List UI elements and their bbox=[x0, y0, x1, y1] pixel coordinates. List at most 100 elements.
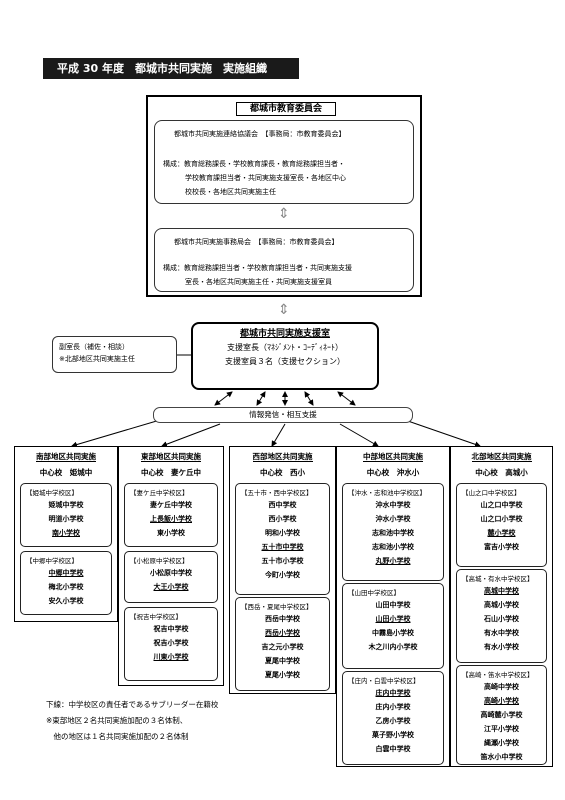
school-name: 山田中学校 bbox=[375, 601, 411, 609]
legend-note: ※東部地区２名共同実施加配の３名体制、 bbox=[46, 716, 188, 725]
region-title: 南部地区共同実施 bbox=[15, 451, 117, 462]
office-box: 都城市共同実施事務局会 【事務局：市教育委員会】 構成：教育総務課担当者・学校教… bbox=[154, 228, 414, 292]
school-name: 庄内小学校 bbox=[375, 703, 411, 711]
school-name: 木之川内小学校 bbox=[368, 643, 418, 651]
office-members-line: 構成：教育総務課担当者・学校教育課担当者・共同実施支援 bbox=[163, 264, 352, 272]
office-members-line: 室長・各地区共同実施主任・共同実施支援室員 bbox=[185, 278, 332, 286]
hub-school: 中心校 西小 bbox=[260, 468, 305, 477]
region-box: 南部地区共同実施中心校 姫城中【姫城中学校区】姫城中学校明道小学校南小学校【中郷… bbox=[14, 446, 118, 622]
school-district-name: 【五十市・西中学校区】 bbox=[241, 489, 313, 497]
school-name: 山之口中学校 bbox=[480, 501, 523, 509]
council-members-line: 学校教育課担当者・共同実施支援室長・各地区中心 bbox=[185, 174, 346, 182]
school-district-box: 【高城・有水中学校区】高城中学校高城小学校石山小学校有水中学校有水小学校 bbox=[456, 569, 547, 663]
school-district-name: 【高崎・笛水中学校区】 bbox=[462, 671, 534, 679]
council-members-line: 校校長・各地区共同実施主任 bbox=[185, 188, 276, 196]
school-name: 中郷中学校 bbox=[48, 569, 84, 577]
school-name: 石山小学校 bbox=[484, 615, 519, 623]
double-arrow-icon: ⇕ bbox=[278, 206, 290, 222]
school-name: 乙房小学校 bbox=[375, 717, 411, 725]
school-name: 中霧島小学校 bbox=[372, 629, 414, 637]
center-to-info-arrows bbox=[214, 391, 356, 406]
page-title: 平成 30 年度 都城市共同実施 実施組織 bbox=[43, 58, 299, 79]
school-name: 白雲中学校 bbox=[375, 745, 411, 753]
school-name: 西岳中学校 bbox=[265, 615, 300, 623]
support-center-box: 都城市共同実施支援室 支援室長（ﾏﾈｼﾞﾒﾝﾄ・ｺｰﾃﾞｨﾈｰﾄ） 支援室員３名… bbox=[191, 322, 379, 390]
school-district-name: 【高城・有水中学校区】 bbox=[462, 575, 534, 583]
school-name: 夏尾中学校 bbox=[265, 657, 300, 665]
school-name: 沖水中学校 bbox=[375, 501, 411, 509]
council-members-line: 構成：教育総務課長・学校教育課長・教育総務課担当者・ bbox=[163, 160, 345, 168]
school-name: 五十市中学校 bbox=[261, 543, 304, 551]
school-name: 妻ケ丘中学校 bbox=[150, 501, 192, 509]
school-district-box: 【庄内・白雲中学校区】庄内中学校庄内小学校乙房小学校菓子野小学校白雲中学校 bbox=[342, 671, 444, 765]
region-title: 東部地区共同実施 bbox=[119, 451, 223, 462]
school-name: 上長飯小学校 bbox=[150, 515, 192, 523]
school-district-name: 【妻ケ丘中学校区】 bbox=[130, 489, 189, 497]
school-name: 菓子野小学校 bbox=[372, 731, 414, 739]
school-name: 南小学校 bbox=[52, 529, 80, 537]
vice-line: ※北部地区共同実施主任 bbox=[59, 355, 135, 363]
region-title-text: 北部地区共同実施 bbox=[471, 452, 532, 462]
school-name: 大王小学校 bbox=[153, 583, 189, 591]
school-name: 安久小学校 bbox=[48, 597, 84, 605]
region-box: 中部地区共同実施中心校 沖水小【沖水・志和池中学校区】沖水中学校沖水小学校志和池… bbox=[336, 446, 450, 767]
support-center-title: 都城市共同実施支援室 bbox=[239, 329, 330, 339]
legend-note: 他の地区は１名共同実施加配の２名体制 bbox=[46, 732, 189, 741]
school-name: 明和小学校 bbox=[265, 529, 300, 537]
region-title-text: 東部地区共同実施 bbox=[141, 452, 201, 462]
info-exchange-bar: 情報発信・相互支援 bbox=[153, 407, 413, 423]
hub-school: 中心校 姫城中 bbox=[39, 468, 93, 477]
school-name: 富吉小学校 bbox=[484, 543, 519, 551]
school-district-box: 【山田中学校区】山田中学校山田小学校中霧島小学校木之川内小学校 bbox=[342, 583, 444, 669]
school-name: 明道小学校 bbox=[48, 515, 84, 523]
council-box: 都城市共同実施連絡協議会 【事務局：市教育委員会】 構成：教育総務課長・学校教育… bbox=[154, 120, 414, 204]
council-name: 都城市共同実施連絡協議会 【事務局：市教育委員会】 bbox=[174, 130, 346, 138]
school-name: 祝吉中学校 bbox=[153, 625, 189, 633]
school-name: 吉之元小学校 bbox=[261, 643, 304, 651]
region-box: 北部地区共同実施中心校 高城小【山之口中学校区】山之口中学校山之口小学校麓小学校… bbox=[450, 446, 553, 767]
school-name: 梅北小学校 bbox=[48, 583, 84, 591]
school-name: 高崎小学校 bbox=[484, 697, 519, 705]
school-name: 丸野小学校 bbox=[375, 557, 411, 565]
school-name: 麓小学校 bbox=[487, 529, 516, 537]
school-district-name: 【山之口中学校区】 bbox=[462, 489, 521, 497]
school-name: 高崎麓小学校 bbox=[480, 711, 523, 719]
region-title: 北部地区共同実施 bbox=[451, 451, 552, 462]
school-district-box: 【沖水・志和池中学校区】沖水中学校沖水小学校志和池中学校志和池小学校丸野小学校 bbox=[342, 483, 444, 581]
school-name: 縄瀬小学校 bbox=[484, 739, 519, 747]
hub-school: 中心校 沖水小 bbox=[366, 468, 420, 477]
school-district-box: 【西岳・夏尾中学校区】西岳中学校西岳小学校吉之元小学校夏尾中学校夏尾小学校 bbox=[235, 597, 330, 691]
hub-school: 中心校 高城小 bbox=[475, 468, 528, 477]
school-name: 五十市小学校 bbox=[261, 557, 304, 565]
hub-school: 中心校 妻ケ丘中 bbox=[141, 468, 201, 477]
school-name: 志和池小学校 bbox=[372, 543, 414, 551]
region-box: 東部地区共同実施中心校 妻ケ丘中【妻ケ丘中学校区】妻ケ丘中学校上長飯小学校東小学… bbox=[118, 446, 224, 686]
region-title-text: 南部地区共同実施 bbox=[36, 452, 96, 462]
school-district-box: 【妻ケ丘中学校区】妻ケ丘中学校上長飯小学校東小学校 bbox=[124, 483, 218, 547]
school-district-name: 【沖水・志和池中学校区】 bbox=[348, 489, 426, 497]
school-name: 有水小学校 bbox=[484, 643, 519, 651]
school-name: 沖水小学校 bbox=[375, 515, 411, 523]
region-title: 中部地区共同実施 bbox=[337, 451, 449, 462]
school-name: 夏尾小学校 bbox=[265, 671, 300, 679]
region-title: 西部地区共同実施 bbox=[230, 451, 335, 462]
school-district-name: 【小松原中学校区】 bbox=[130, 557, 189, 565]
school-district-name: 【中郷中学校区】 bbox=[26, 557, 78, 565]
school-district-name: 【庄内・白雲中学校区】 bbox=[348, 677, 420, 685]
school-name: 西小学校 bbox=[268, 515, 297, 523]
school-name: 山之口小学校 bbox=[480, 515, 523, 523]
school-name: 東小学校 bbox=[157, 529, 185, 537]
school-district-name: 【西岳・夏尾中学校区】 bbox=[241, 603, 313, 611]
school-district-name: 【姫城中学校区】 bbox=[26, 489, 78, 497]
info-to-region-arrows bbox=[71, 419, 481, 448]
school-name: 志和池中学校 bbox=[372, 529, 414, 537]
school-name: 西中学校 bbox=[268, 501, 297, 509]
board-title: 都城市教育委員会 bbox=[236, 102, 336, 116]
school-name: 庄内中学校 bbox=[375, 689, 411, 697]
vice-director-box: 副室長（補佐・相談） ※北部地区共同実施主任 bbox=[52, 336, 177, 373]
school-name: 西岳小学校 bbox=[265, 629, 300, 637]
school-name: 山田小学校 bbox=[375, 615, 411, 623]
school-name: 笛水小中学校 bbox=[480, 753, 523, 761]
double-arrow-icon: ⇕ bbox=[278, 302, 290, 318]
